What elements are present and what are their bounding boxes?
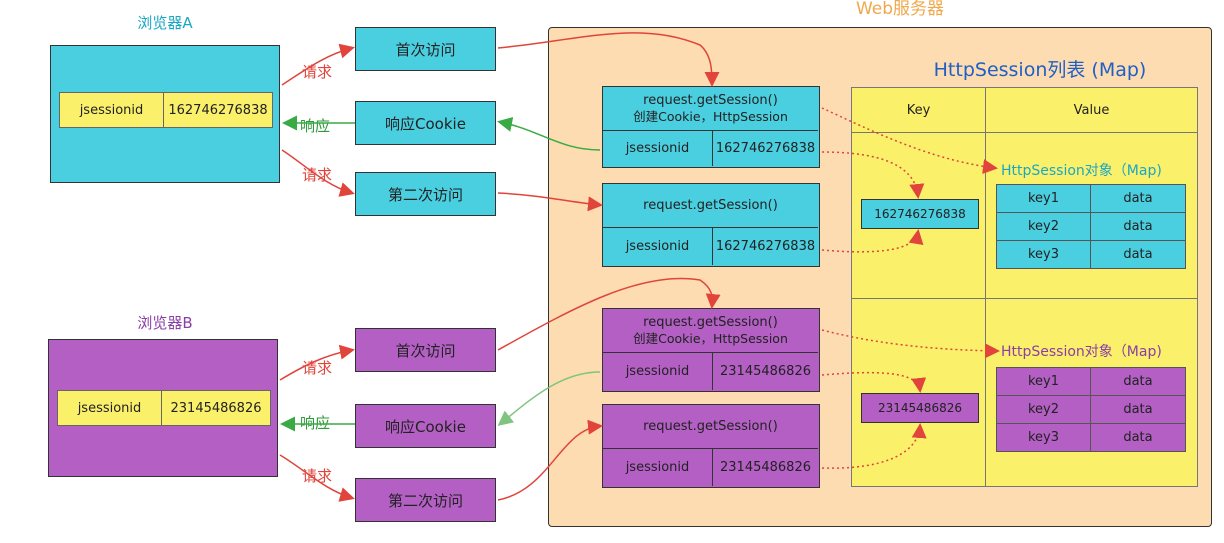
session-box-b1: request.getSession() 创建Cookie，HttpSessio… <box>602 308 820 392</box>
browser-a-cookie-row: jsessionid 162746276838 <box>59 92 273 128</box>
browser-a-title: 浏览器A <box>137 14 193 32</box>
obj-a-key: key2 <box>997 213 1091 241</box>
response-cookie-a: 响应Cookie <box>355 101 496 145</box>
response-label-a: 响应 <box>300 117 331 135</box>
arrow-first-visit-a <box>497 32 720 87</box>
session-b1-sid-value: 23145486826 <box>720 364 811 379</box>
obj-b-value: data <box>1091 396 1185 424</box>
obj-b-value: data <box>1091 368 1185 396</box>
browser-b-title: 浏览器B <box>137 314 193 332</box>
session-b2-header: request.getSession() <box>603 405 818 449</box>
session-a1-header: request.getSession() 创建Cookie，HttpSessio… <box>603 87 818 131</box>
session-a2-sid-value: 162746276838 <box>715 239 816 254</box>
map-col-key: Key <box>906 102 931 118</box>
map-col-divider <box>985 88 986 486</box>
map-row-divider <box>852 298 1197 299</box>
arrow-second-visit-a <box>497 192 603 212</box>
dotted-second-to-key-b <box>821 423 927 469</box>
obj-a-value: data <box>1091 213 1185 241</box>
obj-b-key: key3 <box>997 424 1091 451</box>
arrow-request-a2 <box>281 149 355 197</box>
browser-b-sid-value: 23145486826 <box>170 400 262 416</box>
dotted-sid-to-key-b <box>821 371 927 393</box>
session-b2-sid-label: jsessionid <box>603 449 713 486</box>
arrow-cookie-back-b <box>497 371 601 426</box>
map-key-b: 23145486826 <box>861 393 979 423</box>
session-object-a-title: HttpSession对象（Map) <box>1001 163 1162 179</box>
get-session-call: request.getSession() <box>643 419 778 434</box>
create-cookie-text: 创建Cookie，HttpSession <box>633 108 788 124</box>
get-session-call: request.getSession() <box>643 314 778 330</box>
browser-b-cookie-row: jsessionid 23145486826 <box>57 390 271 426</box>
session-box-b2: request.getSession() jsessionid 23145486… <box>602 404 820 488</box>
obj-b-value: data <box>1123 430 1153 445</box>
obj-b-key: key2 <box>997 396 1091 424</box>
response-label-b: 响应 <box>300 414 331 432</box>
dotted-create-to-object-a <box>821 107 998 174</box>
obj-a-key: key3 <box>997 241 1091 268</box>
get-session-call: request.getSession() <box>643 92 778 108</box>
map-key-a: 162746276838 <box>861 199 979 229</box>
arrow-request-b1 <box>279 344 355 381</box>
browser-a: jsessionid 162746276838 <box>50 45 280 183</box>
arrow-second-visit-b <box>497 419 603 501</box>
dotted-second-to-key-a <box>821 229 924 253</box>
arrow-cookie-back-a <box>497 117 601 151</box>
session-a2-header: request.getSession() <box>603 184 818 228</box>
arrow-request-b2 <box>279 454 355 502</box>
obj-a-key: key1 <box>997 185 1091 213</box>
second-visit-b: 第二次访问 <box>355 478 496 522</box>
get-session-call: request.getSession() <box>643 198 778 213</box>
map-col-value: Value <box>1073 102 1110 118</box>
session-object-a: key1 data key2 data key3 data <box>996 184 1186 269</box>
map-title: HttpSession列表 (Map) <box>933 59 1147 81</box>
session-b1-header: request.getSession() 创建Cookie，HttpSessio… <box>603 309 818 353</box>
web-server-title: Web服务器 <box>855 0 945 19</box>
obj-a-value: data <box>1123 247 1153 262</box>
first-visit-b: 首次访问 <box>355 328 496 372</box>
first-visit-a: 首次访问 <box>355 27 496 71</box>
map-header-divider <box>852 132 1197 133</box>
browser-a-sid-label: jsessionid <box>60 93 164 127</box>
dotted-sid-to-key-a <box>821 151 925 199</box>
response-cookie-b: 响应Cookie <box>355 404 496 448</box>
session-box-a2: request.getSession() jsessionid 16274627… <box>602 183 820 267</box>
second-visit-a: 第二次访问 <box>355 172 496 216</box>
session-b2-sid-value: 23145486826 <box>720 460 811 475</box>
obj-a-value: data <box>1091 185 1185 213</box>
obj-b-key: key1 <box>997 368 1091 396</box>
session-object-b: key1 data key2 data key3 data <box>996 367 1186 452</box>
session-a2-sid-label: jsessionid <box>603 228 713 265</box>
session-object-b-title: HttpSession对象（Map) <box>1001 344 1162 360</box>
browser-b: jsessionid 23145486826 <box>48 339 278 477</box>
dotted-create-to-object-b <box>821 329 1000 359</box>
request-label-b2: 请求 <box>302 467 333 485</box>
session-b1-sid-label: jsessionid <box>603 353 713 390</box>
browser-a-sid-value: 162746276838 <box>168 102 268 118</box>
browser-b-sid-label: jsessionid <box>58 391 162 425</box>
arrow-request-a1 <box>281 43 355 86</box>
session-a1-sid-label: jsessionid <box>603 131 713 166</box>
create-cookie-text: 创建Cookie，HttpSession <box>633 330 788 346</box>
arrow-first-visit-b <box>497 277 721 351</box>
session-box-a1: request.getSession() 创建Cookie，HttpSessio… <box>602 86 820 168</box>
session-a1-sid-value: 162746276838 <box>715 141 816 156</box>
